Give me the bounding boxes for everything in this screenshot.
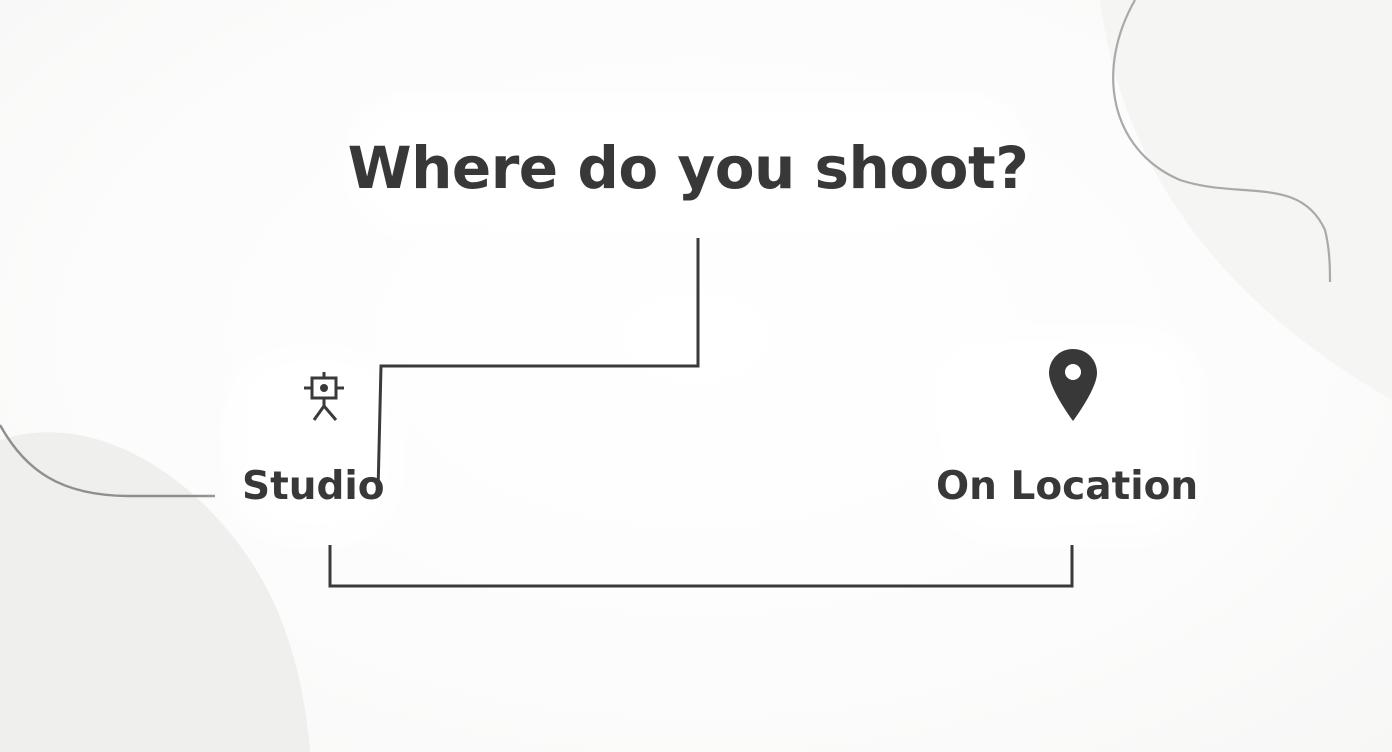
option-label-studio: Studio bbox=[242, 464, 385, 509]
top-right-blob bbox=[1100, 0, 1392, 400]
studio-camera-icon bbox=[304, 372, 344, 421]
options-bracket-connector bbox=[328, 545, 1074, 588]
title-to-studio-connector bbox=[376, 238, 700, 493]
top-right-curve bbox=[1112, 0, 1332, 283]
bottom-left-blob bbox=[0, 432, 310, 752]
title-glow bbox=[368, 118, 1008, 216]
diagram-title: Where do you shoot? bbox=[347, 134, 1029, 202]
option-label-on-location: On Location bbox=[936, 464, 1199, 509]
location-pin-icon bbox=[1049, 349, 1097, 421]
left-curve bbox=[0, 424, 215, 498]
studio-glow bbox=[250, 370, 380, 520]
